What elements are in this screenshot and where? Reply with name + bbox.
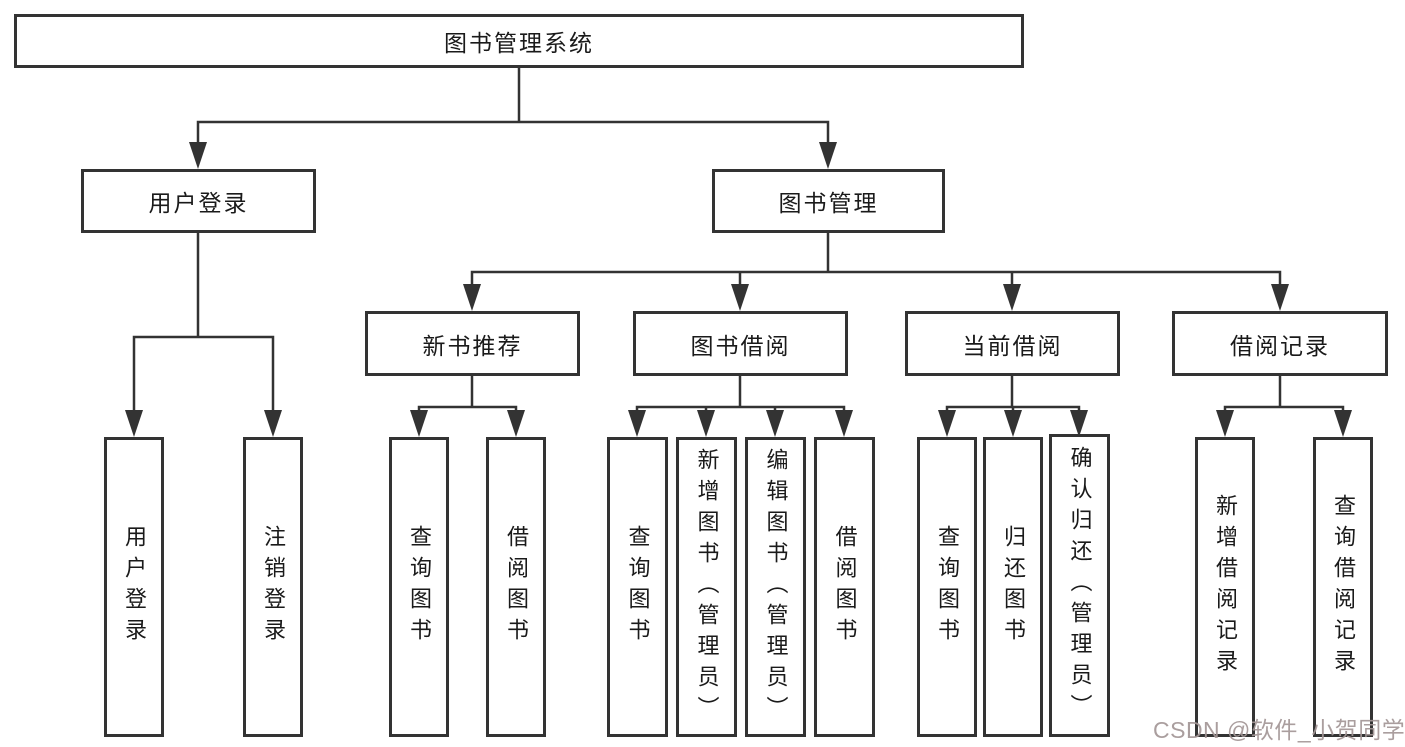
leaf-user-login: 用户登录 [104, 437, 164, 737]
node-book-borrowing: 图书借阅 [633, 311, 848, 376]
node-book-management: 图书管理 [712, 169, 945, 233]
leaf-return-books: 归还图书 [983, 437, 1043, 737]
node-label: 注销登录 [261, 525, 286, 649]
node-label: 新增图书（管理员） [694, 447, 720, 727]
leaf-query-books: 查询图书 [607, 437, 668, 737]
node-label: 用户登录 [148, 190, 249, 216]
csdn-watermark: CSDN @软件_小贺同学 [1153, 717, 1405, 743]
node-new-book-recommend: 新书推荐 [365, 311, 580, 376]
node-borrowing-records: 借阅记录 [1172, 311, 1388, 376]
node-label: 用户登录 [122, 525, 147, 649]
node-label: 编辑图书（管理员） [763, 447, 789, 727]
leaf-edit-books-admin: 编辑图书（管理员） [745, 437, 806, 737]
leaf-add-books-admin: 新增图书（管理员） [676, 437, 737, 737]
node-user-login: 用户登录 [81, 169, 316, 233]
node-label: 当前借阅 [962, 332, 1063, 359]
node-label: 新书推荐 [422, 332, 523, 359]
node-label: 借阅图书 [504, 525, 529, 649]
node-label: 归还图书 [1001, 525, 1026, 649]
leaf-borrow-books: 借阅图书 [814, 437, 875, 737]
leaf-query-books-current: 查询图书 [917, 437, 977, 737]
node-library-management-system: 图书管理系统 [14, 14, 1024, 68]
node-label: 图书管理 [778, 190, 879, 216]
node-label: 借阅记录 [1230, 332, 1330, 359]
node-label: 新增借阅记录 [1213, 494, 1238, 680]
leaf-logout: 注销登录 [243, 437, 303, 737]
node-current-borrowing: 当前借阅 [905, 311, 1120, 376]
node-label: 图书借阅 [690, 332, 791, 359]
leaf-query-books-recommend: 查询图书 [389, 437, 449, 737]
node-label: 图书管理系统 [444, 30, 594, 56]
leaf-confirm-return-admin: 确认归还（管理员） [1049, 434, 1110, 737]
node-label: 确认归还（管理员） [1067, 446, 1093, 725]
node-label: 查询图书 [407, 525, 432, 649]
leaf-borrow-books-recommend: 借阅图书 [486, 437, 546, 737]
node-label: 查询图书 [935, 525, 960, 649]
node-label: 查询图书 [625, 525, 651, 649]
node-label: 借阅图书 [832, 525, 858, 649]
leaf-query-borrow-record: 查询借阅记录 [1313, 437, 1373, 737]
leaf-add-borrow-record: 新增借阅记录 [1195, 437, 1255, 737]
node-label: 查询借阅记录 [1331, 494, 1356, 680]
